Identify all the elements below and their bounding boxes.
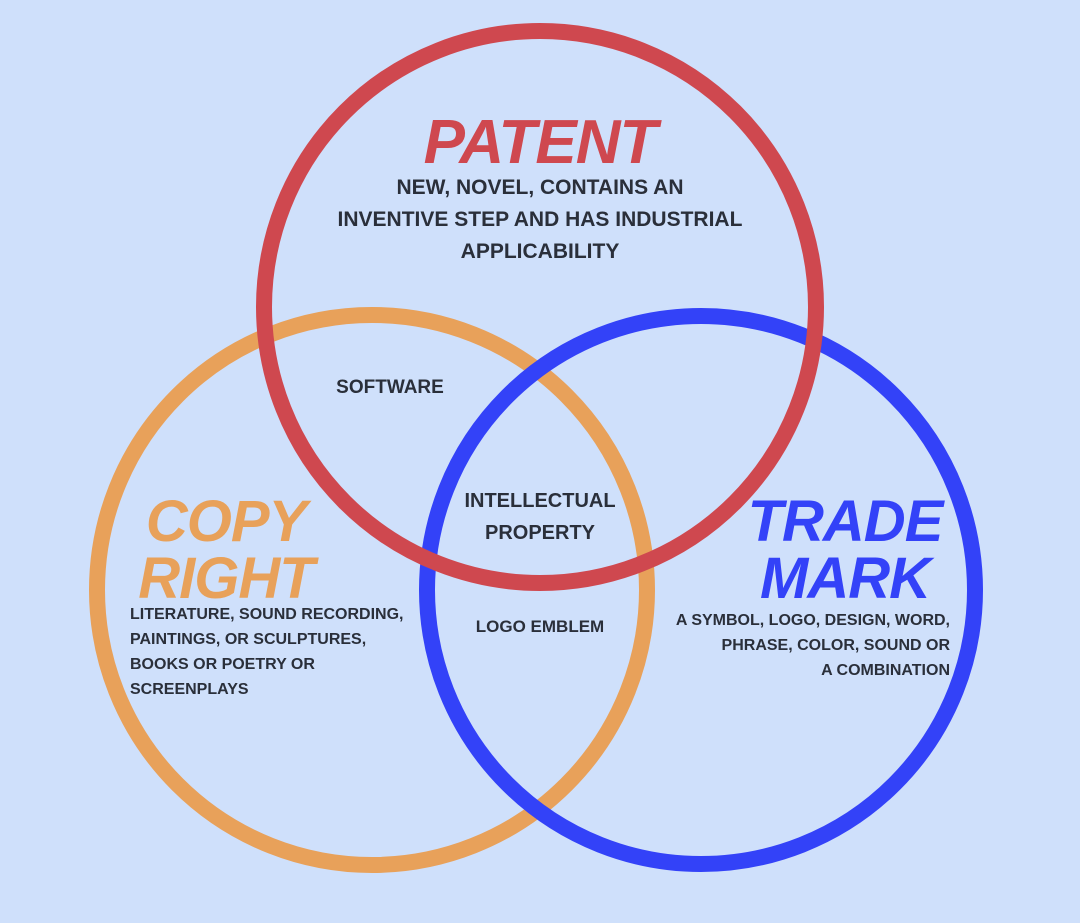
trademark-description-line: A SYMBOL, LOGO, DESIGN, WORD, (675, 612, 950, 629)
trademark-description-line: A COMBINATION (821, 662, 950, 679)
copyright-circle (89, 307, 655, 873)
copyright-description-line: BOOKS OR POETRY OR (130, 656, 315, 673)
copyright-description-line: PAINTINGS, OR SCULPTURES, (130, 631, 367, 648)
copyright-description-line: LITERATURE, SOUND RECORDING, (130, 606, 404, 623)
copyright-title-line: RIGHT (138, 546, 314, 611)
copyright-title-line: COPY (145, 489, 307, 554)
copyright-description: LITERATURE, SOUND RECORDING, PAINTINGS, … (130, 602, 430, 702)
trademark-description: A SYMBOL, LOGO, DESIGN, WORD, PHRASE, CO… (650, 608, 950, 683)
patent-description-line: APPLICABILITY (460, 240, 620, 263)
software-label: SOFTWARE (336, 377, 444, 398)
trademark-description-line: PHRASE, COLOR, SOUND OR (721, 637, 950, 654)
copyright-description-line: SCREENPLAYS (130, 681, 249, 698)
patent-description-line: INVENTIVE STEP AND HAS INDUSTRIAL (337, 208, 743, 231)
patent-title: PATENT (423, 108, 658, 177)
trademark-title: TRADE MARK (720, 489, 970, 611)
intellectual-property-line: PROPERTY (484, 522, 596, 544)
trademark-circle (419, 308, 983, 872)
intellectual-property-label: INTELLECTUAL PROPERTY (440, 485, 640, 549)
intellectual-property-line: INTELLECTUAL (464, 490, 616, 512)
copyright-title: COPY RIGHT (116, 489, 336, 611)
patent-circle (256, 23, 824, 591)
patent-description-line: NEW, NOVEL, CONTAINS AN (396, 176, 684, 199)
patent-description: NEW, NOVEL, CONTAINS AN INVENTIVE STEP A… (310, 172, 770, 268)
trademark-title-line: MARK (760, 546, 931, 611)
trademark-title-line: TRADE (747, 489, 944, 554)
logo-emblem-label: LOGO EMBLEM (475, 617, 605, 636)
